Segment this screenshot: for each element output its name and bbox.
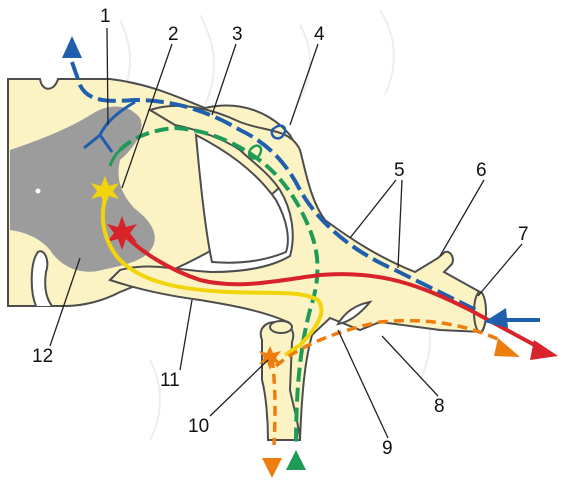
green-arrow-up <box>286 450 306 470</box>
label-4: 4 <box>314 24 325 45</box>
label-5: 5 <box>394 160 405 181</box>
label-7: 7 <box>518 224 529 245</box>
blue-arrow-up <box>62 36 82 58</box>
label-9: 9 <box>382 438 393 459</box>
orange-arrow-down <box>262 458 282 478</box>
red-arrow-right <box>530 340 558 360</box>
label-8: 8 <box>434 396 445 417</box>
label-2: 2 <box>168 24 179 45</box>
central-canal <box>36 189 41 194</box>
label-1: 1 <box>100 6 111 27</box>
orange-arrow-right <box>494 338 520 357</box>
label-3: 3 <box>232 24 243 45</box>
label-12: 12 <box>32 346 53 367</box>
ganglion-top <box>270 321 292 333</box>
label-11: 11 <box>160 370 180 391</box>
label-6: 6 <box>476 160 487 181</box>
label-10: 10 <box>188 416 209 437</box>
